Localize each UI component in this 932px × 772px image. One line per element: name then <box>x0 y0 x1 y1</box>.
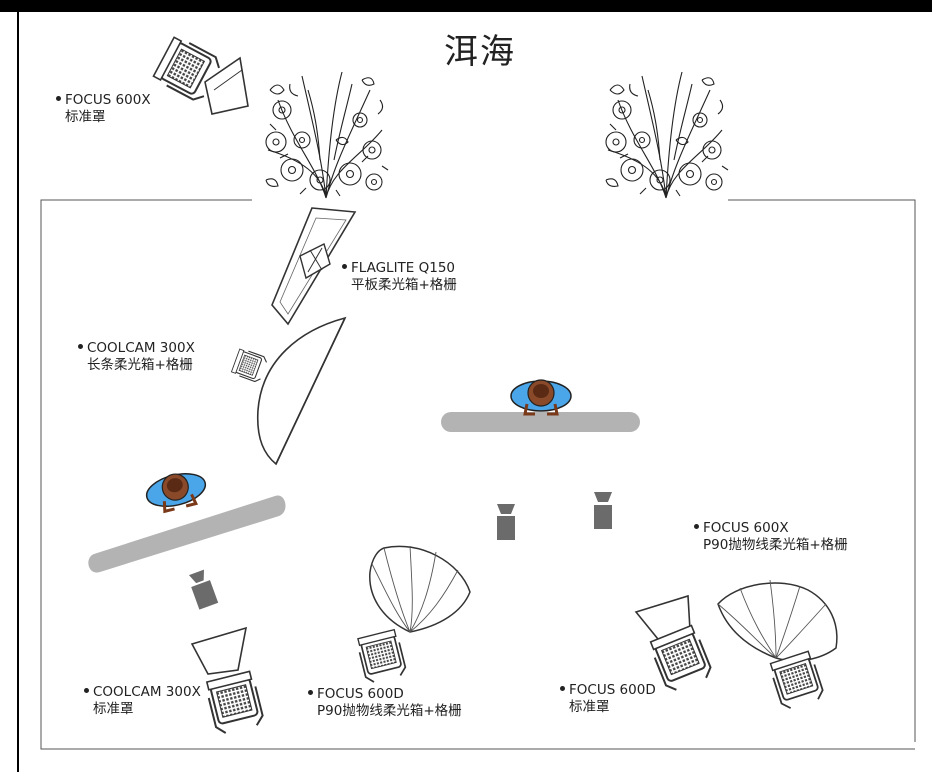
bullet-icon <box>84 687 89 693</box>
focus-600d-standard-light <box>634 594 715 694</box>
flower-backdrop-right <box>601 69 731 199</box>
bullet-icon <box>694 523 699 529</box>
light-name: FLAGLITE Q150 <box>351 260 456 276</box>
coolcam-300x-standard-light <box>190 626 266 736</box>
light-name: FOCUS 600D <box>317 686 404 702</box>
light-modifier: 标准罩 <box>93 701 134 717</box>
light-modifier: P90抛物线柔光箱+格栅 <box>317 703 462 719</box>
light-name: COOLCAM 300X <box>93 684 201 700</box>
camera-left <box>188 569 219 610</box>
focus-600x-parabolic-softbox <box>717 579 838 712</box>
top-border <box>0 0 932 12</box>
light-name: FOCUS 600X <box>65 92 151 108</box>
bench-left <box>88 495 286 573</box>
light-name: FOCUS 600D <box>569 682 656 698</box>
bullet-icon <box>78 343 83 349</box>
left-border <box>17 12 19 772</box>
light-modifier: 标准罩 <box>65 109 106 125</box>
camera-center <box>497 504 515 540</box>
light-modifier: P90抛物线柔光箱+格栅 <box>703 537 848 553</box>
label-focus-600d-standard: FOCUS 600D 标准罩 <box>560 682 656 716</box>
flaglite-q150-panel <box>271 207 357 326</box>
bullet-icon <box>560 685 565 691</box>
camera-right <box>594 492 612 529</box>
label-focus-600d-p90: FOCUS 600D P90抛物线柔光箱+格栅 <box>308 686 462 720</box>
bench-right <box>441 412 640 432</box>
subject-right <box>509 378 573 416</box>
label-focus-600x-standard: FOCUS 600X 标准罩 <box>56 92 151 126</box>
bullet-icon <box>56 95 61 101</box>
label-coolcam-300x-strip: COOLCAM 300X 长条柔光箱+格栅 <box>78 340 195 374</box>
bullet-icon <box>342 263 347 269</box>
focus-600d-parabolic-softbox <box>355 545 471 685</box>
room-outline <box>40 199 916 750</box>
bullet-icon <box>308 689 313 695</box>
light-name: FOCUS 600X <box>703 520 789 536</box>
flower-backdrop-left <box>261 69 391 199</box>
light-name: COOLCAM 300X <box>87 340 195 356</box>
light-modifier: 长条柔光箱+格栅 <box>87 357 193 373</box>
coolcam-300x-strip-softbox <box>230 316 347 466</box>
label-coolcam-300x-standard: COOLCAM 300X 标准罩 <box>84 684 201 718</box>
focus-600x-standard-light <box>151 34 249 115</box>
label-flaglite-q150: FLAGLITE Q150 平板柔光箱+格栅 <box>342 260 457 294</box>
subject-left <box>141 465 211 517</box>
diagram-title: 洱海 <box>444 32 516 72</box>
label-focus-600x-p90: FOCUS 600X P90抛物线柔光箱+格栅 <box>694 520 848 554</box>
light-modifier: 平板柔光箱+格栅 <box>351 277 457 293</box>
light-modifier: 标准罩 <box>569 699 610 715</box>
